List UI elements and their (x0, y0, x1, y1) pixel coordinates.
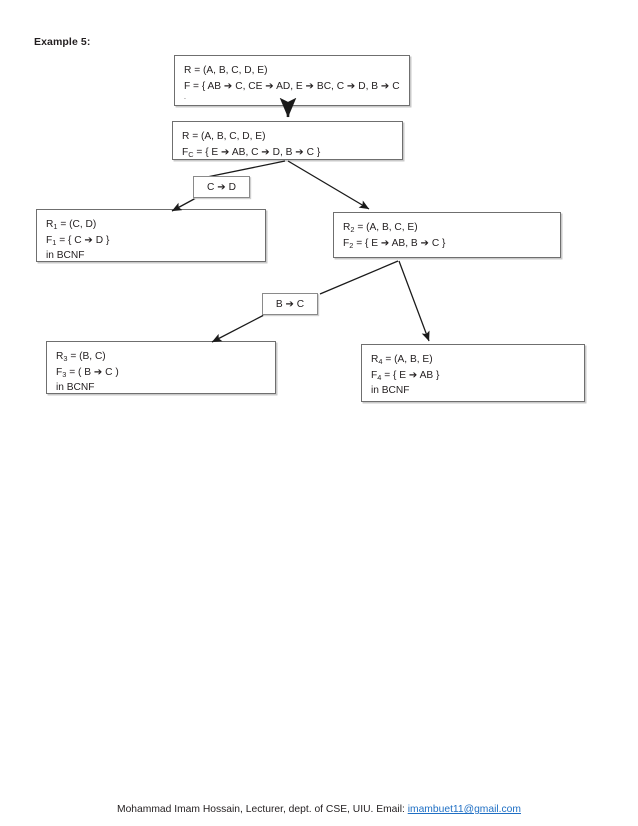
node-r4: R4 = (A, B, E) F4 = { E ➔ AB } in BCNF (361, 344, 585, 402)
node-r1-bcnf-status: in BCNF (46, 250, 85, 261)
node-r4-line2: F4 = { E ➔ AB } (371, 368, 575, 384)
node-root-canonical-line1: R = (A, B, C, D, E) (182, 131, 266, 142)
node-r3-bcnf-status: in BCNF (56, 382, 95, 393)
node-r4-bcnf-status: in BCNF (371, 385, 410, 396)
edge-r2-to-r3-lower (211, 314, 265, 343)
edge-label-b-to-c: B ➔ C (262, 293, 318, 315)
f2-subscript: 2 (349, 240, 354, 250)
node-r1: R1 = (C, D) F1 = { C ➔ D } in BCNF (36, 209, 266, 262)
r3-attrs: = (B, C) (67, 351, 106, 362)
r4-subscript: 4 (378, 357, 383, 366)
f1-symbol: F (46, 234, 53, 246)
r4-attrs: = (A, B, E) (382, 354, 433, 365)
node-root-original: R = (A, B, C, D, E) F = { AB ➔ C, CE ➔ A… (174, 55, 410, 106)
r2-subscript: 2 (350, 225, 355, 234)
node-r3-line2: F3 = ( B ➔ C ) (56, 365, 266, 381)
f2-fds: = { E ➔ AB, B ➔ C } (353, 237, 446, 249)
node-root-canonical: R = (A, B, C, D, E) FC = { E ➔ AB, C ➔ D… (172, 121, 403, 160)
f4-symbol: F (371, 369, 378, 381)
r1-attrs: = (C, D) (57, 219, 97, 230)
edge-label-c-to-d: C ➔ D (193, 176, 250, 198)
page-footer: Mohammad Imam Hossain, Lecturer, dept. o… (0, 804, 638, 815)
node-r2: R2 = (A, B, C, E) F2 = { E ➔ AB, B ➔ C } (333, 212, 561, 258)
node-r3-line1: R3 = (B, C) (56, 349, 266, 365)
f3-symbol: F (56, 366, 63, 378)
node-r4-line1: R4 = (A, B, E) (371, 352, 575, 368)
edge-canonical-to-r1-upper (206, 160, 286, 178)
node-r2-line2: F2 = { E ➔ AB, B ➔ C } (343, 236, 551, 252)
r2-symbol: R (343, 222, 351, 233)
edge-r2-to-r4 (398, 260, 430, 342)
page-title: Example 5: (34, 36, 91, 48)
node-r3: R3 = (B, C) F3 = ( B ➔ C ) in BCNF (46, 341, 276, 394)
node-r2-line1: R2 = (A, B, C, E) (343, 220, 551, 236)
r3-symbol: R (56, 351, 64, 362)
r2-attrs: = (A, B, C, E) (354, 222, 418, 233)
node-root-original-line2: F = { AB ➔ C, CE ➔ AD, E ➔ BC, C ➔ D, B … (184, 80, 400, 92)
f4-subscript: 4 (377, 372, 382, 382)
footer-text: Mohammad Imam Hossain, Lecturer, dept. o… (117, 804, 408, 815)
edge-canonical-to-r2 (287, 160, 370, 210)
f3-fds: = ( B ➔ C ) (66, 366, 119, 378)
f2-symbol: F (343, 237, 350, 249)
fc-symbol: F (182, 146, 189, 158)
node-root-original-line1: R = (A, B, C, D, E) (184, 65, 268, 76)
r1-symbol: R (46, 219, 54, 230)
footer-email-link[interactable]: imambuet11@gmail.com (407, 804, 521, 815)
r1-subscript: 1 (53, 222, 58, 231)
f1-fds: = { C ➔ D } (56, 234, 110, 246)
node-r1-line2: F1 = { C ➔ D } (46, 233, 256, 249)
r3-subscript: 3 (63, 354, 68, 363)
node-root-canonical-line2: FC = { E ➔ AB, C ➔ D, B ➔ C } (182, 145, 393, 161)
r4-symbol: R (371, 354, 379, 365)
fc-subscript: C (188, 149, 194, 159)
edge-r2-to-r3-upper (319, 260, 399, 295)
f1-subscript: 1 (52, 237, 57, 247)
node-r1-line1: R1 = (C, D) (46, 217, 256, 233)
node-root-original-line3: . (184, 94, 186, 101)
f3-subscript: 3 (62, 369, 67, 379)
f4-fds: = { E ➔ AB } (381, 369, 440, 381)
fc-rest: = { E ➔ AB, C ➔ D, B ➔ C } (193, 146, 321, 158)
